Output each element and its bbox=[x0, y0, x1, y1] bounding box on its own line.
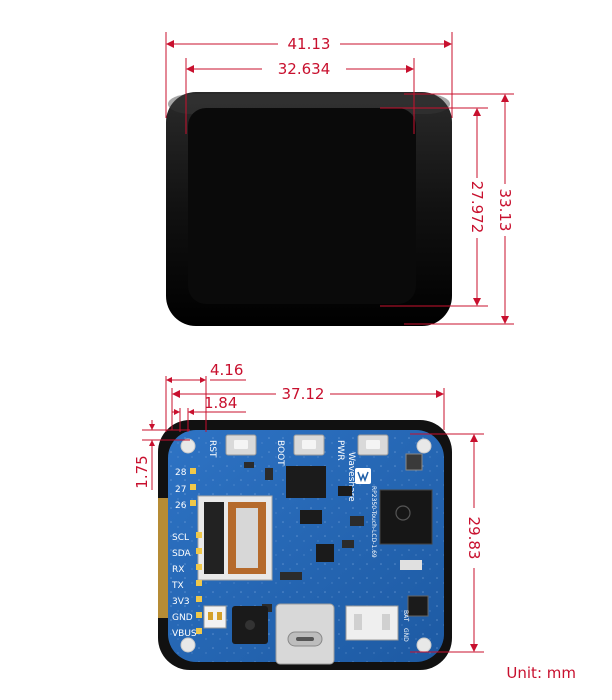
dim-screen-height: 27.972 bbox=[380, 107, 488, 307]
side-flex-cable bbox=[158, 498, 168, 618]
pwr-button[interactable] bbox=[357, 434, 389, 456]
dim-outer-height: 33.13 bbox=[404, 93, 514, 325]
dim-pcb-height: 29.83 bbox=[410, 433, 484, 653]
pin-label: SDA bbox=[172, 549, 191, 559]
dim-pin-offset-a-label: 4.16 bbox=[210, 361, 243, 379]
pin-label: 27 bbox=[175, 485, 186, 495]
dim-top-offset: 1.75 bbox=[133, 420, 190, 490]
brand-label: Waveshare bbox=[346, 452, 356, 502]
unit-label: Unit: mm bbox=[506, 664, 576, 682]
bat-label: BAT bbox=[402, 610, 409, 622]
rst-label: RST bbox=[207, 440, 217, 458]
usb-c-port[interactable] bbox=[275, 603, 335, 665]
boot-button[interactable] bbox=[293, 434, 325, 456]
pin-label: 28 bbox=[175, 468, 187, 478]
dim-pcb-width: 37.12 bbox=[171, 385, 445, 430]
display-screen bbox=[188, 108, 416, 304]
dim-pcb-height-label: 29.83 bbox=[465, 517, 483, 560]
pwr-label: PWR bbox=[335, 440, 345, 461]
buzzer bbox=[232, 606, 268, 644]
gnd-label: GND bbox=[402, 628, 409, 642]
dim-screen-width-label: 32.634 bbox=[278, 60, 331, 78]
mounting-hole bbox=[416, 438, 432, 454]
dim-pcb-width-label: 37.12 bbox=[282, 385, 325, 403]
mcu-chip bbox=[379, 489, 433, 545]
pin-label: RX bbox=[172, 565, 184, 575]
dim-outer-width: 41.13 bbox=[165, 32, 453, 118]
pin-label: SCL bbox=[172, 533, 189, 543]
dim-pin-offset-a: 4.16 bbox=[165, 361, 246, 432]
smd-component bbox=[350, 516, 364, 526]
smd-component bbox=[280, 572, 302, 580]
mounting-hole bbox=[180, 637, 196, 653]
smd-component bbox=[265, 468, 273, 480]
pin-label: 3V3 bbox=[172, 597, 190, 607]
mounting-hole bbox=[180, 438, 196, 454]
dim-screen-height-label: 27.972 bbox=[468, 181, 486, 234]
rst-button[interactable] bbox=[225, 434, 257, 456]
dim-outer-height-label: 33.13 bbox=[496, 189, 514, 232]
mounting-hole bbox=[416, 637, 432, 653]
pin-label: VBUS bbox=[172, 629, 197, 639]
fpc-connector bbox=[197, 495, 273, 581]
dim-pin-offset-b: 1.84 bbox=[172, 394, 246, 432]
smd-component bbox=[400, 560, 422, 570]
pcb-bottom-view: RST BOOT PWR Waveshare RP2350-Touch-LCD-… bbox=[158, 420, 452, 670]
display-top-view bbox=[166, 92, 452, 326]
smd-component bbox=[244, 462, 254, 468]
boot-label: BOOT bbox=[275, 440, 285, 466]
imu-chip bbox=[407, 595, 429, 617]
dim-pin-offset-b-label: 1.84 bbox=[204, 394, 237, 412]
waveshare-logo bbox=[355, 468, 371, 484]
pin-label: GND bbox=[172, 613, 193, 623]
dim-outer-width-label: 41.13 bbox=[288, 35, 331, 53]
regulator-chip bbox=[286, 466, 326, 498]
battery-connector bbox=[203, 605, 227, 629]
smd-component bbox=[338, 486, 352, 496]
dim-screen-width: 32.634 bbox=[185, 58, 415, 134]
pin-pads bbox=[190, 468, 202, 634]
smd-component bbox=[405, 453, 423, 471]
smd-component bbox=[316, 544, 334, 562]
pin-label: TX bbox=[171, 581, 184, 591]
smd-component bbox=[342, 540, 354, 548]
smd-component bbox=[300, 510, 322, 524]
pcb-speckle bbox=[168, 430, 444, 662]
board-model-label: RP2350-Touch-LCD-1.69 bbox=[370, 486, 377, 558]
jst-connector bbox=[345, 605, 399, 641]
dim-top-offset-label: 1.75 bbox=[133, 455, 151, 488]
pin-label: 26 bbox=[175, 501, 187, 511]
